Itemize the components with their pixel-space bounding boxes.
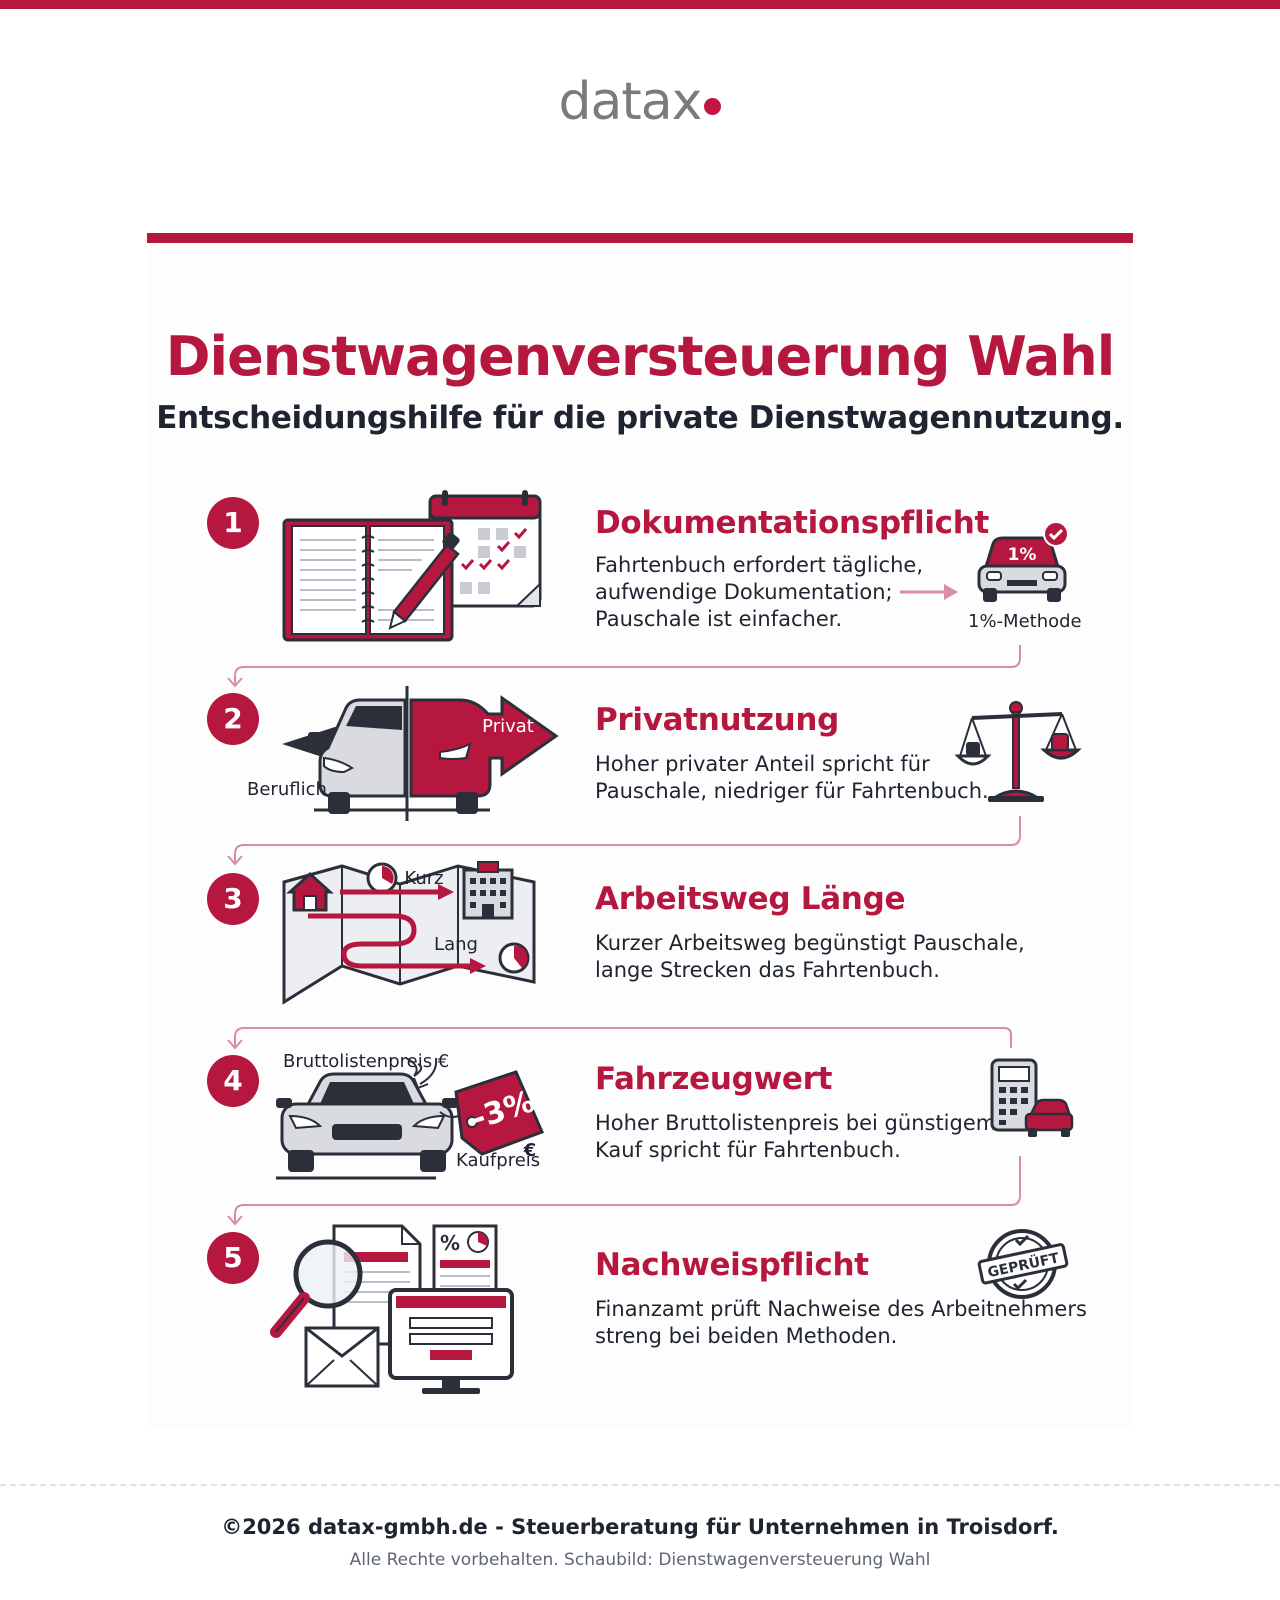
card-top-rule [147, 233, 1133, 243]
calculator-car-icon [990, 1058, 1074, 1137]
infographic-card [147, 243, 1133, 1428]
step-text-1: Fahrtenbuch erfordert tägliche, aufwendi… [595, 552, 923, 633]
step-badge-3: 3 [207, 873, 259, 925]
car-front-icon: -3% € [276, 1057, 545, 1180]
step-text-2: Hoher privater Anteil spricht für Pausch… [595, 751, 989, 805]
step-badge-1: 1 [207, 497, 259, 549]
brand-name: datax [558, 72, 703, 132]
long-route-label: Lang [434, 934, 478, 955]
step-connectors [227, 645, 1021, 1226]
svg-text:1%: 1% [1008, 545, 1037, 565]
scale-icon [954, 701, 1082, 802]
step-title-3: Arbeitsweg Länge [595, 881, 906, 917]
step-text-line: Hoher privater Anteil spricht für [595, 752, 930, 776]
monitor-icon [388, 1288, 514, 1394]
page-title: Dienstwagenversteuerung Wahl [165, 325, 1116, 388]
step-text-line: Kauf spricht für Fahrtenbuch. [595, 1138, 901, 1162]
clock-icon [498, 942, 530, 974]
pen-icon [388, 532, 460, 630]
car-icon: Privat [282, 686, 559, 821]
clock-icon [366, 862, 398, 894]
office-building-icon [462, 861, 514, 920]
document-icon: % [270, 1224, 514, 1394]
connector-3-4 [234, 1027, 1012, 1048]
price-tag-icon: -3% [439, 1070, 545, 1156]
step-text-4: Hoher Bruttolistenpreis bei günstigem Ka… [595, 1110, 996, 1164]
envelope-icon [304, 1326, 380, 1388]
step-text-line: lange Strecken das Fahrtenbuch. [595, 958, 940, 982]
footer-copyright: ©2026 datax-gmbh.de - Steuerberatung für… [221, 1515, 1059, 1539]
step-text-line: Pauschale, niedriger für Fahrtenbuch. [595, 779, 989, 803]
privat-label: Privat [482, 716, 534, 737]
connector-1-2 [234, 645, 1021, 684]
short-route-label: Kurz [404, 868, 443, 889]
purchase-price-label: Kaufpreis [456, 1150, 541, 1171]
beruflich-label: Beruflich [247, 779, 327, 800]
footer-divider [0, 1484, 1280, 1486]
logbook-icon [282, 490, 542, 642]
approved-stamp-icon: GEPRÜFT [977, 1229, 1069, 1299]
step-title-5: Nachweispflicht [595, 1247, 869, 1283]
step-text-line: Kurzer Arbeitsweg begünstigt Pauschale, [595, 931, 1025, 955]
arrow-right-icon [900, 584, 958, 600]
map-icon: Kurz Lang [282, 861, 536, 1005]
list-price-label: Bruttolistenpreis € [283, 1051, 450, 1072]
calendar-icon [428, 490, 542, 608]
step-text-line: aufwendige Dokumentation; [595, 580, 893, 604]
footer-rights: Alle Rechte vorbehalten. Schaubild: Dien… [349, 1550, 931, 1570]
arrow-curve-icon [413, 1057, 438, 1090]
step-text-3: Kurzer Arbeitsweg begünstigt Pauschale, … [595, 930, 1025, 984]
connector-4-5 [234, 1156, 1021, 1222]
step-title-1: Dokumentationspflicht [595, 505, 990, 541]
brand-dot [704, 98, 722, 115]
page-subtitle: Entscheidungshilfe für die private Diens… [156, 400, 1124, 436]
percent-symbol: % [440, 1231, 460, 1255]
step-text-5: Finanzamt prüft Nachweise des Arbeitnehm… [595, 1296, 1087, 1350]
step-text-line: streng bei beiden Methoden. [595, 1324, 898, 1348]
step-badge-5: 5 [207, 1232, 259, 1284]
step-title-2: Privatnutzung [595, 702, 840, 738]
euro-symbol: € [523, 1140, 537, 1161]
step-badge-4: 4 [207, 1055, 259, 1107]
step-text-line: Fahrtenbuch erfordert tägliche, [595, 553, 924, 577]
magnifier-icon [270, 1239, 363, 1338]
percent-method-label: 1%-Methode [968, 611, 1082, 632]
step-badge-2: 2 [207, 693, 259, 745]
connector-2-3 [234, 816, 1021, 862]
brand-logo: datax [0, 72, 1280, 132]
percent-car-icon: 1% [977, 521, 1069, 602]
step-title-4: Fahrzeugwert [595, 1061, 833, 1097]
top-accent-bar [0, 0, 1280, 9]
step-text-line: Hoher Bruttolistenpreis bei günstigem [595, 1111, 997, 1135]
step-text-line: Pauschale ist einfacher. [595, 607, 843, 631]
house-icon [286, 871, 334, 912]
step-text-line: Finanzamt prüft Nachweise des Arbeitnehm… [595, 1297, 1087, 1321]
